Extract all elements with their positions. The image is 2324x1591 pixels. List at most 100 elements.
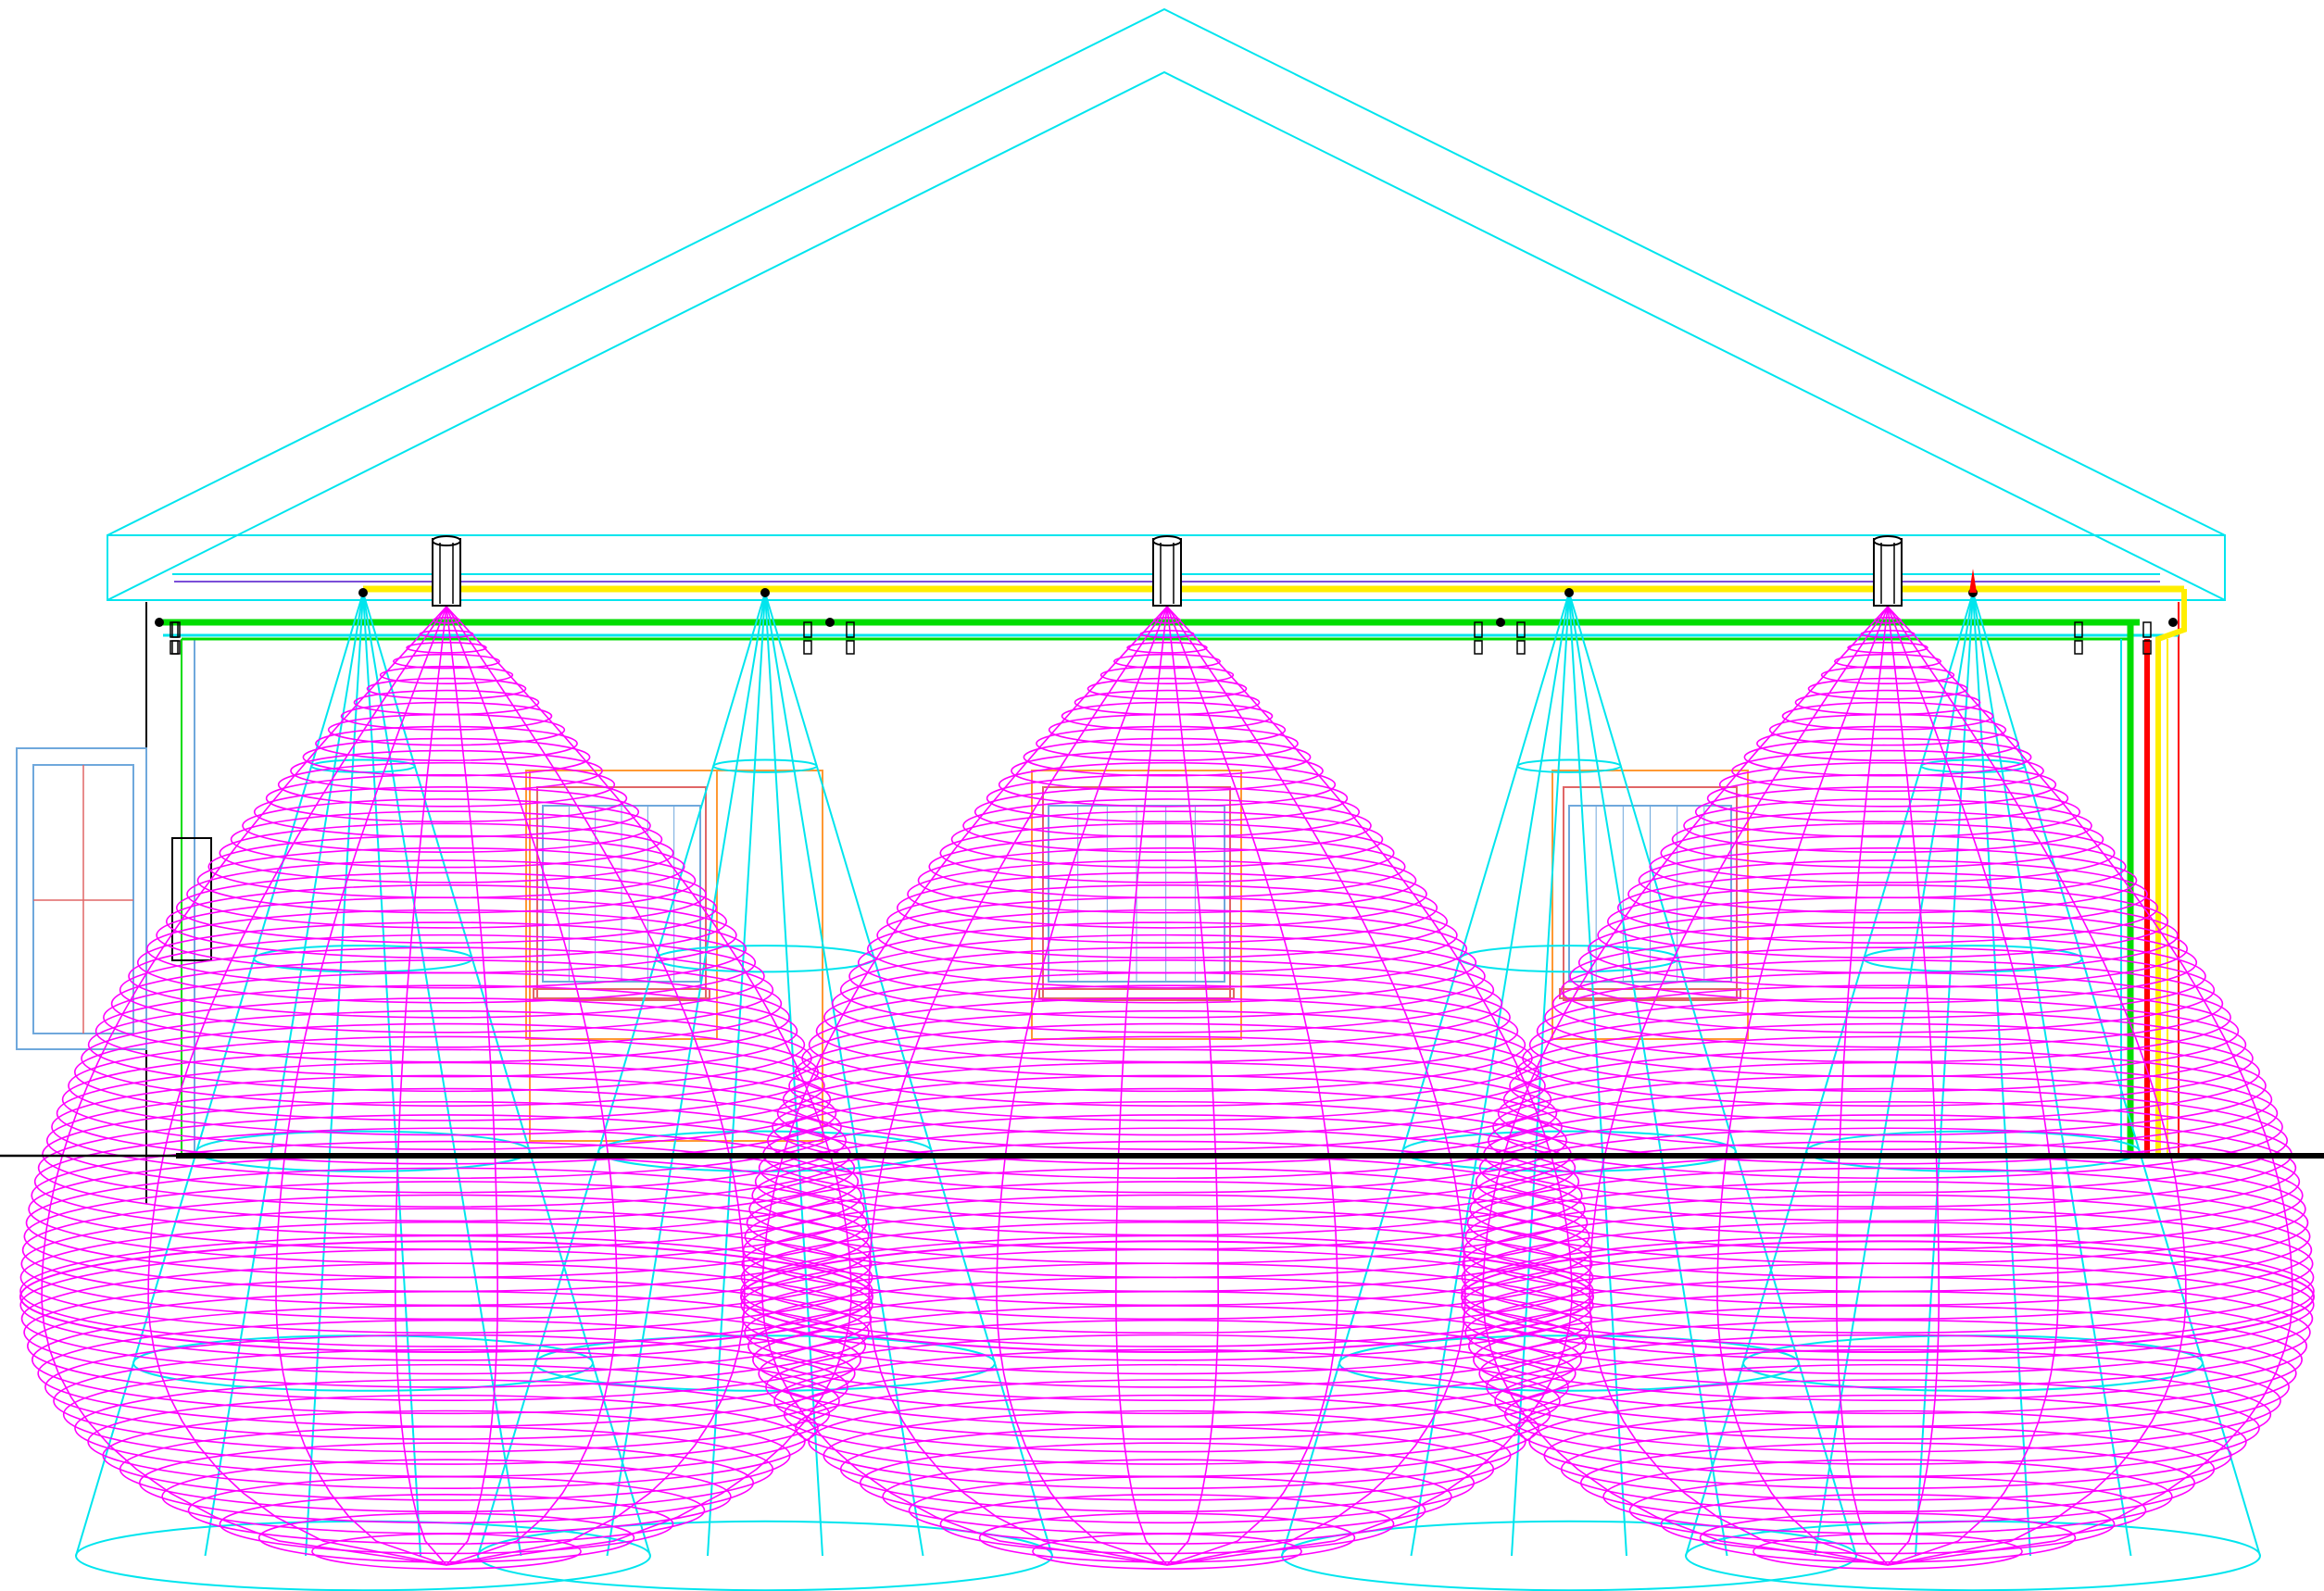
pipe-hanger	[2074, 621, 2083, 638]
spray-ring	[20, 1208, 873, 1321]
spray-ring	[1464, 1276, 2311, 1388]
spray-ring	[1536, 984, 2240, 1078]
spray-ring	[1048, 713, 1287, 746]
spray-ring	[19, 1248, 873, 1361]
cone-generator	[606, 592, 766, 1557]
pipe-hanger	[2142, 640, 2152, 655]
spray-meridian	[147, 606, 447, 1566]
spray-ring	[53, 1348, 840, 1453]
spray-ring	[1756, 725, 2019, 761]
spray-ring	[907, 859, 1427, 929]
pendant-spray-1	[19, 606, 873, 1570]
pipe-hanger	[1516, 640, 1526, 655]
spray-ring	[1462, 1208, 2314, 1321]
spray-ring	[1492, 1074, 2283, 1180]
building-wall	[16, 602, 2180, 1204]
spray-meridian	[1716, 606, 1889, 1566]
spray-ring	[939, 1494, 1395, 1555]
spray-ring	[1847, 641, 1928, 654]
spray-ring	[219, 822, 674, 883]
pipe-hanger	[170, 640, 179, 655]
spray-ring	[258, 1512, 635, 1563]
spray-ring	[187, 1475, 706, 1545]
spray-ring	[788, 1035, 1546, 1136]
sprinkler-heads	[358, 535, 1978, 607]
spray-meridian	[1887, 606, 2059, 1566]
spray-ring	[1569, 933, 2206, 1019]
sidewall-head-3	[1564, 588, 1574, 597]
spray-ring	[1743, 737, 2032, 777]
spray-ring	[740, 1248, 1594, 1361]
cone-generator	[477, 592, 766, 1557]
spray-meridian	[1887, 606, 1941, 1566]
spray-ring	[1587, 908, 2189, 989]
pipe-hanger	[1474, 640, 1483, 655]
spray-ring	[31, 1305, 861, 1415]
spray-ring	[265, 773, 628, 823]
spray-ring	[1497, 1061, 2279, 1165]
pendant-head-3	[1873, 535, 1903, 607]
spray-meridian	[1835, 606, 1889, 1566]
spray-meridian	[1482, 606, 1889, 1566]
spray-ring	[1834, 653, 1941, 670]
window-trim-outer	[1551, 770, 1749, 1040]
pipe-fitting	[825, 618, 835, 627]
spray-meridian	[1166, 606, 1466, 1566]
spray-ring	[94, 984, 798, 1078]
spray-ring	[839, 1425, 1495, 1513]
spray-ring	[1494, 1348, 2281, 1453]
spray-meridian	[1887, 606, 2187, 1566]
spray-ring	[776, 1061, 1558, 1165]
spray-ring	[277, 761, 616, 808]
spray-ring	[219, 1494, 674, 1555]
spray-ring	[1032, 1533, 1302, 1570]
spray-ring	[839, 946, 1495, 1034]
spray-ring	[1126, 641, 1208, 654]
spray-meridian	[41, 606, 447, 1566]
spray-ring	[87, 1394, 806, 1490]
pipe-hanger	[171, 640, 181, 655]
spray-ring	[741, 1262, 1593, 1375]
spray-ring	[1627, 859, 2148, 929]
spray-meridian	[1114, 606, 1168, 1566]
spray-ring	[1468, 1290, 2307, 1402]
spray-ring	[1579, 1442, 2196, 1524]
spray-ring	[19, 1221, 873, 1334]
spray-ring	[1638, 847, 2138, 914]
pendant-spray-patterns	[19, 606, 2315, 1570]
cone-ring	[1805, 1130, 2141, 1172]
spray-ring	[740, 1221, 1594, 1334]
spray-meridian	[275, 606, 447, 1566]
spray-ring	[1528, 997, 2247, 1093]
spray-ring	[62, 1363, 831, 1465]
spray-ring	[950, 810, 1384, 869]
spray-ring	[1752, 1533, 2023, 1570]
pipe-fitting	[1496, 618, 1505, 627]
spray-ring	[1061, 701, 1274, 731]
cone-generator	[75, 592, 364, 1557]
spray-ring	[1502, 1048, 2273, 1150]
cone-generator	[1281, 592, 1570, 1557]
spray-meridian	[1166, 606, 1338, 1566]
spray-ring	[1671, 810, 2104, 869]
spray-ring	[45, 1087, 848, 1194]
pendant-spray-2	[740, 606, 1594, 1570]
spray-ring	[773, 1348, 1561, 1453]
spray-ring	[758, 1114, 1577, 1222]
spray-ring	[1718, 761, 2057, 808]
pendant-escutcheon	[1152, 538, 1182, 607]
spray-ring	[1087, 677, 1248, 700]
spray-ring	[23, 1276, 870, 1388]
pipe-hanger	[1516, 621, 1526, 638]
spray-ring	[196, 847, 697, 914]
spray-ring	[1487, 1087, 2289, 1194]
spray-ring	[831, 959, 1503, 1048]
spray-outline-ring	[19, 1240, 873, 1353]
pendant-escutcheon	[1873, 538, 1903, 607]
cone-generator	[1685, 592, 1974, 1557]
pipe-hanger	[2142, 621, 2152, 638]
spray-ring	[1461, 1234, 2315, 1347]
spray-ring	[37, 1114, 856, 1222]
spray-ring	[1768, 713, 2007, 746]
spray-meridian	[394, 606, 447, 1566]
